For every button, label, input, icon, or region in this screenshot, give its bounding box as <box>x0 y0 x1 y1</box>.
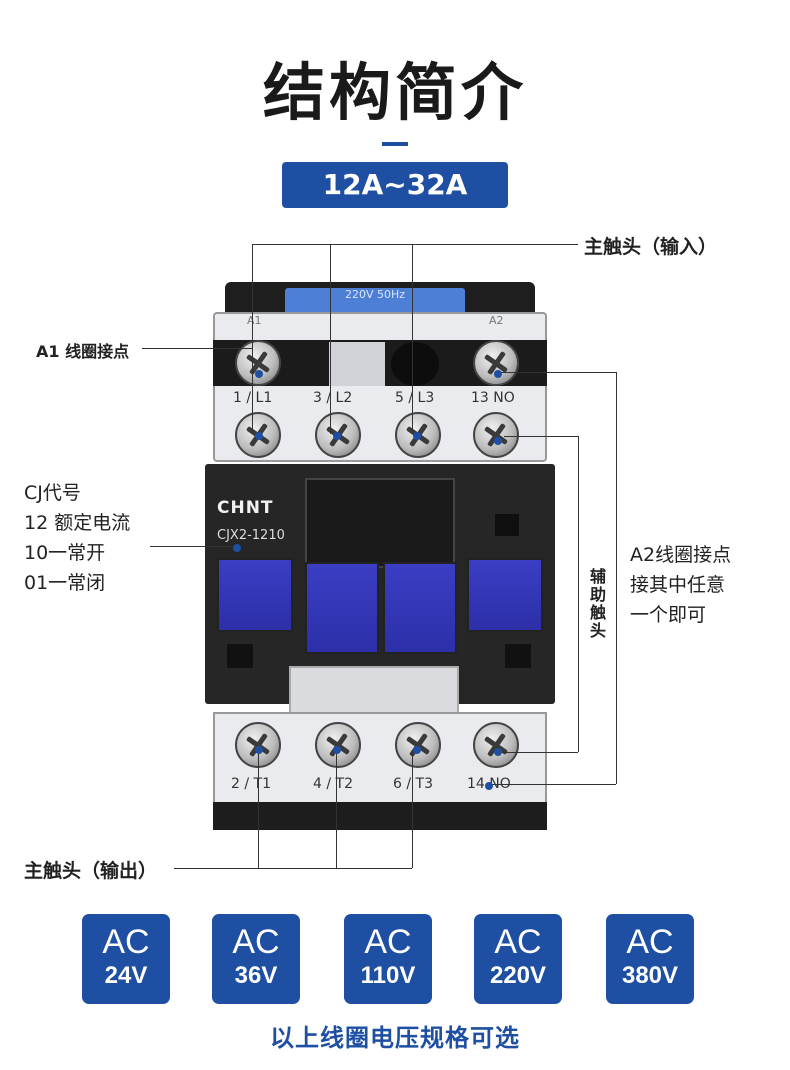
square-slot <box>227 644 253 668</box>
gap-insert <box>329 342 385 386</box>
label-main-contact-output: 主触头（输出） <box>24 860 158 882</box>
marker-dot <box>413 432 421 440</box>
voltage-option-24v: AC 24V <box>82 914 170 1004</box>
voltage-ac: AC <box>232 923 280 961</box>
marker-dot <box>233 544 241 552</box>
leader-line <box>488 784 616 785</box>
blue-block-center-left <box>305 562 379 654</box>
terminal-label-l3: 5 / L3 <box>395 390 435 406</box>
model-code-line: 10一常开 <box>24 542 106 564</box>
terminal-label-l2: 3 / L2 <box>313 390 353 406</box>
terminal-l2 <box>315 412 361 458</box>
voltage-option-380v: AC 380V <box>606 914 694 1004</box>
leader-line <box>252 244 253 434</box>
leader-line <box>150 546 234 547</box>
nameplate-text: 220V 50Hz <box>344 288 406 301</box>
terminal-t2 <box>315 722 361 768</box>
marker-dot <box>494 370 502 378</box>
blue-block-right <box>467 558 543 632</box>
top-terminal-a1: A1 <box>247 314 262 327</box>
model-code-line: CJ代号 <box>24 482 81 504</box>
square-slot <box>495 514 519 536</box>
leader-line <box>330 244 331 434</box>
leader-line <box>252 348 253 374</box>
leader-line <box>578 436 579 752</box>
leader-line <box>496 372 616 373</box>
a2-coil-line: 接其中任意 <box>630 574 726 596</box>
footer-note: 以上线圈电压规格可选 <box>270 1024 520 1052</box>
voltage-value: 380V <box>621 962 679 989</box>
model-code-line: 01一常闭 <box>24 572 106 594</box>
blue-block-left <box>217 558 293 632</box>
terminal-a1 <box>235 340 281 386</box>
center-hole <box>391 342 439 386</box>
bottom-base <box>213 802 547 830</box>
voltage-option-110v: AC 110V <box>344 914 432 1004</box>
marker-dot <box>333 746 341 754</box>
leader-line <box>252 244 578 245</box>
label-main-contact-input: 主触头（输入） <box>584 236 718 258</box>
title-underline <box>382 142 408 146</box>
leader-line <box>412 244 413 434</box>
leader-line <box>258 750 259 868</box>
voltage-option-36v: AC 36V <box>212 914 300 1004</box>
marker-dot <box>333 432 341 440</box>
brand-logo: CHNT <box>217 498 274 518</box>
model-code-line: 12 额定电流 <box>24 512 131 534</box>
aux-char: 触 <box>589 603 606 622</box>
page-title: 结构简介 <box>262 56 527 129</box>
leader-line <box>504 436 578 437</box>
model-number: CJX2-1210 <box>217 528 285 543</box>
label-model-code: CJ代号 12 额定电流 10一常开 01一常闭 <box>24 478 130 598</box>
terminal-label-t2: 4 / T2 <box>313 776 353 792</box>
voltage-ac: AC <box>364 923 412 961</box>
terminal-label-13no: 13 NO <box>471 390 515 406</box>
label-aux-contact: 辅 助 触 头 <box>588 568 608 640</box>
blue-block-center-right <box>383 562 457 654</box>
voltage-ac: AC <box>102 923 150 961</box>
terminal-a2 <box>473 340 519 386</box>
aux-char: 辅 <box>589 567 606 586</box>
leader-line <box>142 348 252 349</box>
current-range-badge: 12A~32A <box>282 162 508 208</box>
terminal-label-t1: 2 / T1 <box>231 776 271 792</box>
marker-dot <box>485 782 493 790</box>
voltage-value: 24V <box>104 962 148 989</box>
leader-line <box>616 372 617 784</box>
top-terminal-a2: A2 <box>489 314 504 327</box>
top-slider-frame <box>305 478 455 568</box>
a2-coil-line: A2线圈接点 <box>630 544 732 566</box>
nameplate: 220V 50Hz <box>285 288 465 316</box>
marker-dot <box>494 748 502 756</box>
marker-dot <box>255 432 263 440</box>
terminal-t3 <box>395 722 441 768</box>
voltage-value: 110V <box>360 962 416 989</box>
terminal-13no <box>473 412 519 458</box>
voltage-ac: AC <box>494 923 542 961</box>
marker-dot <box>255 746 263 754</box>
voltage-value: 36V <box>234 962 278 989</box>
marker-dot <box>494 437 502 445</box>
contactor-device: 220V 50Hz A1 A2 1 / L1 3 / L2 5 / L3 13 … <box>205 282 555 830</box>
leader-line <box>174 868 412 869</box>
marker-dot <box>255 370 263 378</box>
leader-line <box>336 750 337 868</box>
terminal-14no <box>473 722 519 768</box>
a2-coil-line: 一个即可 <box>630 604 707 626</box>
voltage-option-220v: AC 220V <box>474 914 562 1004</box>
marker-dot <box>413 746 421 754</box>
aux-char: 头 <box>589 621 606 640</box>
label-a1-coil: A1 线圈接点 <box>36 342 130 361</box>
voltage-ac: AC <box>626 923 674 961</box>
leader-line <box>412 750 413 868</box>
leader-line <box>500 752 578 753</box>
voltage-value: 220V <box>489 962 547 989</box>
label-a2-coil: A2线圈接点 接其中任意 一个即可 <box>630 540 731 630</box>
aux-char: 助 <box>589 585 606 604</box>
square-slot <box>505 644 531 668</box>
